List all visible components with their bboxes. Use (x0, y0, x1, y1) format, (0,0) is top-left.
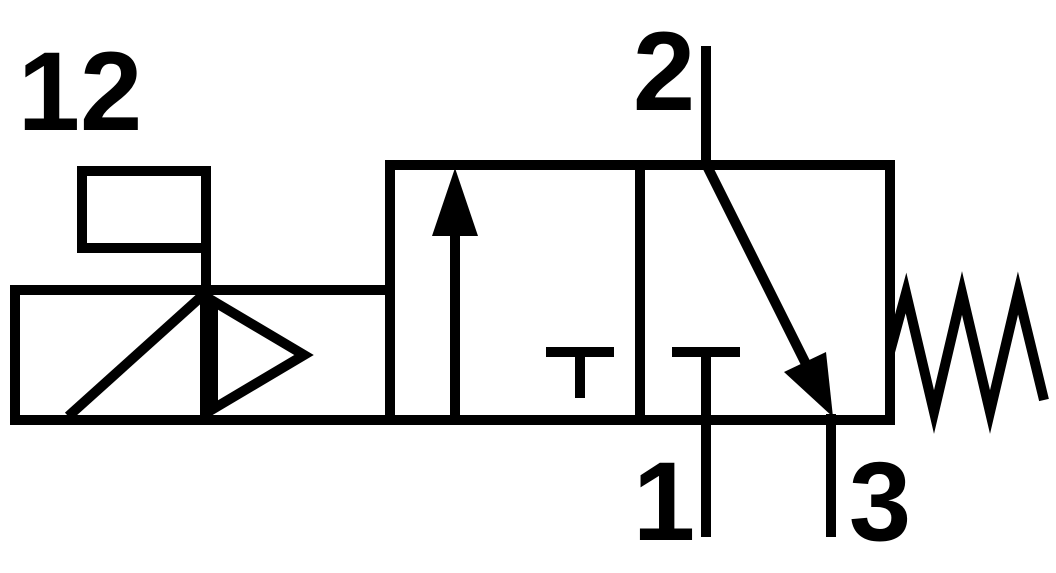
flow-arrow-diagonal-shaft (701, 161, 817, 379)
pilot-port-bracket (77, 166, 211, 295)
flow-arrow-diagonal-head (784, 352, 833, 417)
pilot-port-label: 12 (18, 29, 143, 154)
port-3-label: 3 (849, 439, 911, 564)
return-spring (885, 271, 1049, 434)
flow-arrow-up-head (432, 168, 478, 236)
pilot-triangle-icon (208, 292, 314, 418)
valve-body (385, 160, 895, 425)
chamber-right (635, 160, 895, 425)
port-1-label: 1 (633, 439, 695, 564)
port-lines (701, 46, 836, 537)
solenoid-actuator (10, 166, 395, 425)
solenoid-coil-diagonal (64, 287, 211, 421)
chamber-left (385, 160, 645, 425)
rest-position-symbols (672, 161, 833, 420)
actuated-position-symbols (432, 168, 614, 418)
port-2-label: 2 (633, 9, 695, 134)
